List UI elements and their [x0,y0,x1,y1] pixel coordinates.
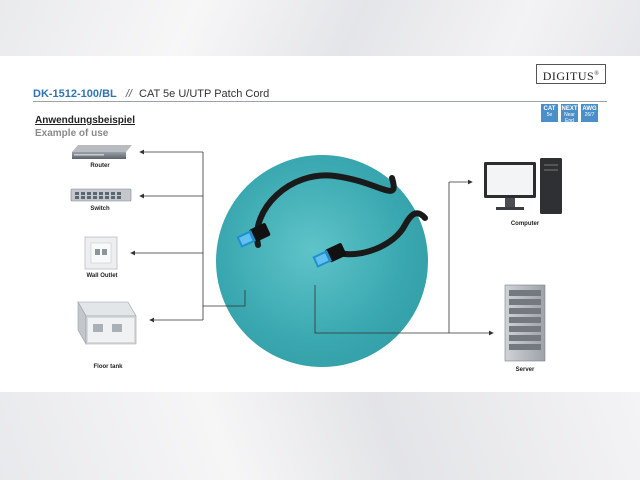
wall-outlet-icon [84,236,118,270]
product-name: CAT 5e U/UTP Patch Cord [139,88,270,100]
digitus-logo: DIGITUS® [536,64,606,84]
switch-label: Switch [90,206,110,212]
background-top [0,0,640,56]
router-label: Router [90,163,110,169]
server-icon [504,284,546,362]
router-icon [72,145,132,159]
header-divider [33,101,607,102]
computer-label: Computer [510,221,540,227]
heading-anwendungsbeispiel: Anwendungsbeispiel [35,115,136,126]
floor-tank-icon [77,300,137,346]
left-connection-lines [130,149,246,323]
product-code: DK-1512-100/BL [33,88,117,100]
server-label: Server [515,367,535,373]
patch-cable-icon [236,172,428,268]
wall-outlet-label: Wall Outlet [86,273,118,279]
background-bottom [0,392,640,480]
product-header: DK-1512-100/BL // CAT 5e U/UTP Patch Cor… [33,88,269,100]
header-separator: // [125,88,132,100]
computer-icon [484,158,562,214]
floor-tank-label: Floor tank [93,364,123,370]
switch-icon [70,188,132,202]
heading-example-of-use: Example of use [35,128,109,139]
right-connection-lines [314,179,494,336]
